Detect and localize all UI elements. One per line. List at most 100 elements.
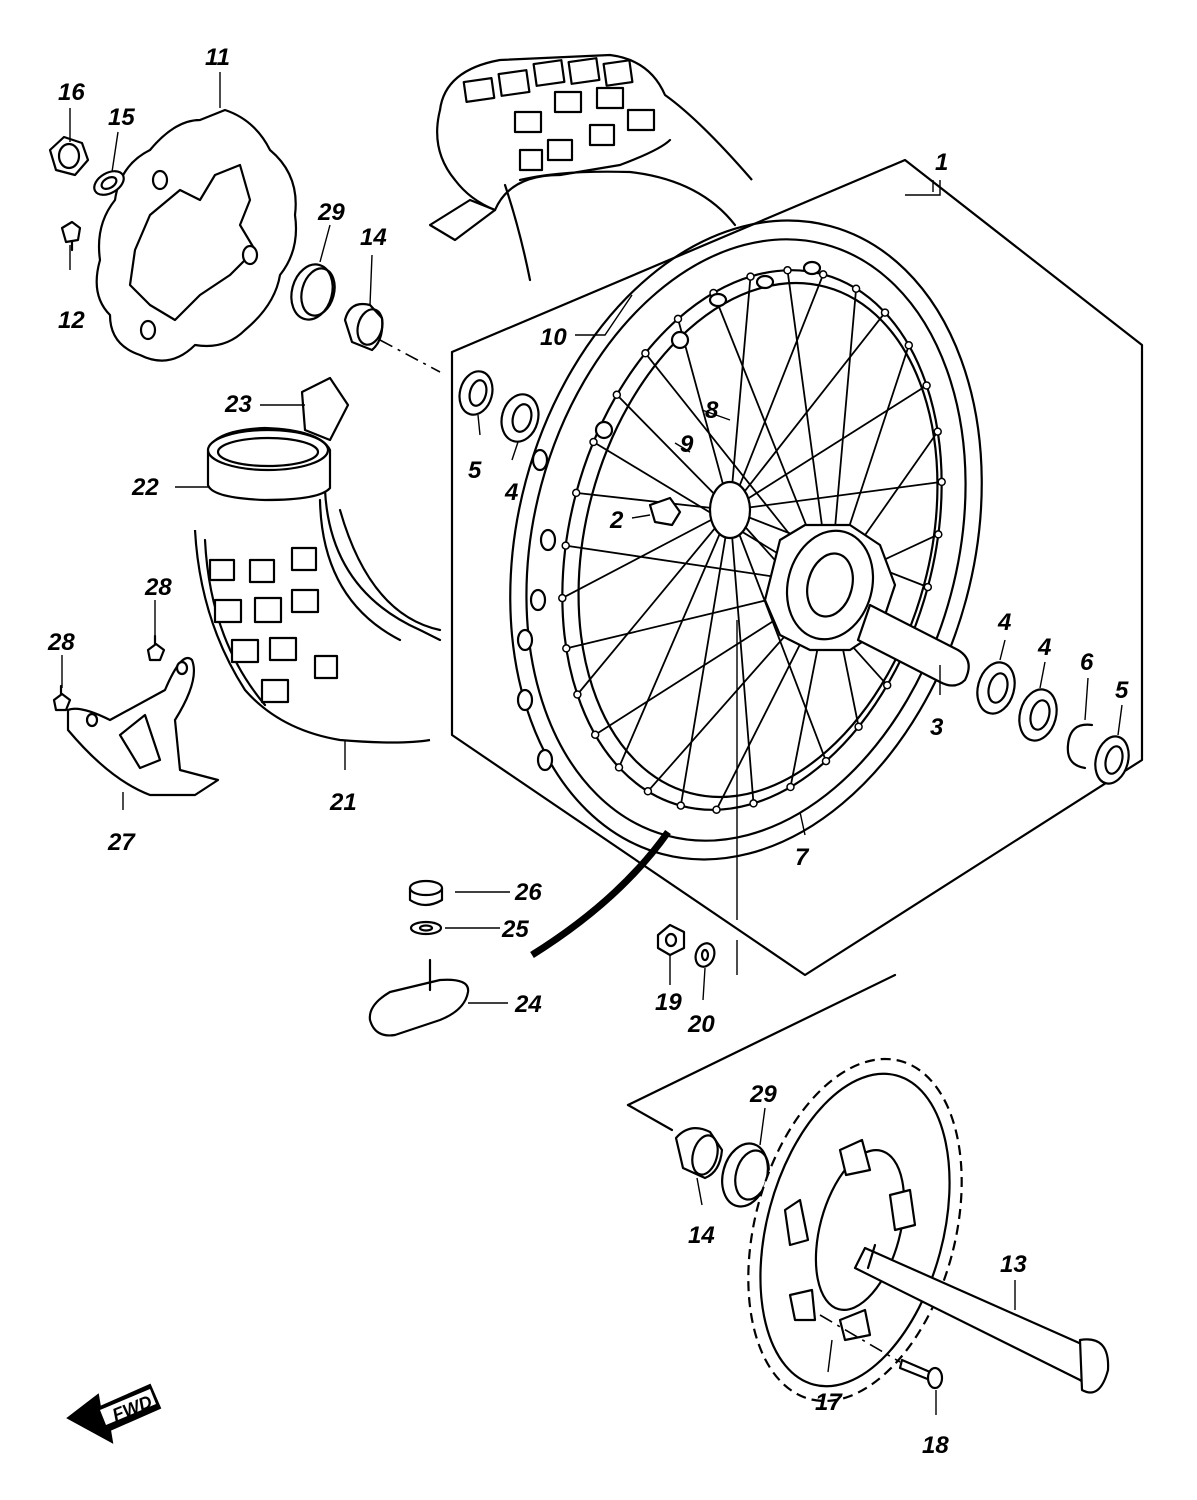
spoke-nipple xyxy=(673,314,683,324)
tire-top-tread-blocks xyxy=(462,57,656,172)
screw-28a xyxy=(146,634,166,662)
bolt-18 xyxy=(898,1358,944,1390)
callout-20: 20 xyxy=(687,1011,715,1038)
wheel-spokes xyxy=(558,266,946,814)
callout-19: 19 xyxy=(655,989,682,1016)
forward-direction-arrow: FWD xyxy=(66,1383,162,1444)
spoke-nipple xyxy=(851,284,861,293)
washer-25 xyxy=(409,920,443,936)
tire-top xyxy=(428,53,753,282)
spoke xyxy=(679,509,731,806)
callout-22: 22 xyxy=(131,474,159,501)
callout-21: 21 xyxy=(329,789,357,816)
callout-7: 7 xyxy=(795,844,810,871)
dust-seal-5-left xyxy=(458,370,494,416)
callout-24: 24 xyxy=(514,991,542,1018)
screw-28b xyxy=(52,684,72,712)
callout-11: 11 xyxy=(205,44,230,71)
spoke-nipple xyxy=(573,690,582,699)
lower-assembly-bracket xyxy=(626,973,897,1132)
seal-29-upper xyxy=(290,263,336,321)
spoke xyxy=(576,492,731,511)
washer-15 xyxy=(93,170,125,196)
seal-29-lower xyxy=(721,1142,770,1208)
callout-12: 12 xyxy=(58,307,85,334)
spoke-nipple xyxy=(590,730,600,739)
guard-27 xyxy=(66,657,220,797)
callout-9: 9 xyxy=(680,431,694,458)
callout-14b: 14 xyxy=(688,1222,715,1249)
spoke xyxy=(729,509,755,804)
spoke xyxy=(729,384,928,511)
spoke-nipple xyxy=(614,763,624,772)
spoke-nipple xyxy=(934,530,943,539)
spoke xyxy=(729,481,942,511)
wheel-assembly-box xyxy=(450,158,1144,977)
spoke-nipple xyxy=(746,272,755,281)
bearing-4-left xyxy=(500,393,540,443)
spoke-nipple xyxy=(612,390,622,400)
spoke-nipple xyxy=(880,308,890,317)
spoke-nipple xyxy=(937,477,946,487)
spoke xyxy=(561,509,731,599)
callout-16: 16 xyxy=(58,79,85,106)
callout-23: 23 xyxy=(224,391,252,418)
wheel-rim xyxy=(509,219,983,861)
bolt-12 xyxy=(60,220,82,252)
callout-15: 15 xyxy=(108,104,135,131)
callout-29a: 29 xyxy=(317,199,345,226)
inner-tube-22 xyxy=(206,426,332,502)
callout-5b: 5 xyxy=(1115,677,1129,704)
spoke-nipple xyxy=(749,799,758,808)
spoke-nipple xyxy=(821,756,831,766)
tire-left xyxy=(193,488,442,744)
spacer-14-upper xyxy=(343,302,384,352)
callout-10: 10 xyxy=(540,324,567,351)
spoke xyxy=(616,394,731,511)
spoke-nipple xyxy=(558,593,567,603)
callout-25: 25 xyxy=(501,916,529,943)
rim-band-23 xyxy=(300,376,350,442)
spoke-nipple xyxy=(643,787,653,796)
circlip-6 xyxy=(1066,723,1094,770)
callout-4c: 4 xyxy=(1037,634,1051,661)
callout-4b: 4 xyxy=(997,609,1011,636)
callout-5a: 5 xyxy=(468,457,482,484)
callout-2: 2 xyxy=(609,507,624,534)
nut-16 xyxy=(48,135,90,177)
spoke-nipple xyxy=(933,427,942,436)
axle-13 xyxy=(853,1243,1110,1394)
callout-29b: 29 xyxy=(749,1081,777,1108)
spoke-nipple xyxy=(923,582,933,592)
spoke-nipple xyxy=(854,722,863,731)
spoke xyxy=(576,509,731,696)
spoke xyxy=(677,318,731,511)
bearing-4-right-b xyxy=(1018,688,1058,742)
callout-18: 18 xyxy=(922,1432,949,1459)
nut-19 xyxy=(656,923,686,957)
spoke-nipple xyxy=(904,341,914,350)
spoke-nipple xyxy=(882,680,892,690)
leader-lines xyxy=(61,72,1123,1415)
callout-28a: 28 xyxy=(144,574,172,601)
bearing-4-right-a xyxy=(976,661,1016,715)
callout-28b: 28 xyxy=(47,629,75,656)
spoke-nipple xyxy=(562,644,571,653)
spoke xyxy=(618,509,731,768)
spoke-nipple xyxy=(571,488,581,498)
spoke-nipple xyxy=(589,437,598,447)
spoke xyxy=(729,509,827,762)
washer-20 xyxy=(694,942,716,968)
spoke-nipple xyxy=(818,270,828,279)
spacer-14-lower xyxy=(674,1127,724,1180)
tire-left-tread-blocks xyxy=(208,546,339,704)
callout-6: 6 xyxy=(1080,649,1094,676)
callout-1: 1 xyxy=(935,149,948,176)
callout-17: 17 xyxy=(815,1389,843,1416)
spoke-nipple xyxy=(641,349,650,358)
callout-8: 8 xyxy=(705,397,719,424)
callout-26: 26 xyxy=(514,879,542,906)
spoke-nipple xyxy=(561,541,570,550)
brake-disc xyxy=(95,108,298,362)
